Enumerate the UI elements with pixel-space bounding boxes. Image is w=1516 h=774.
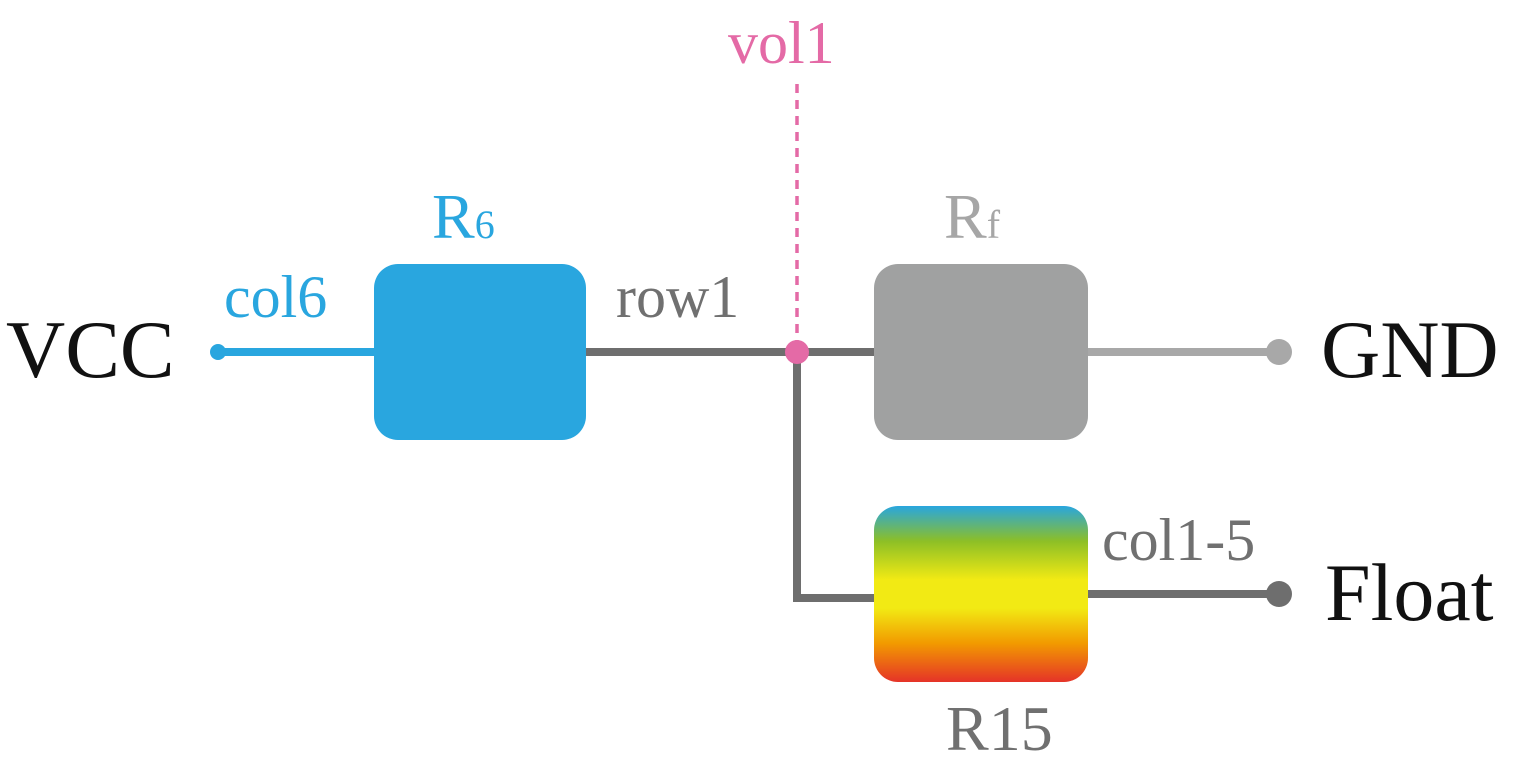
row1-label: row1 [616,264,739,330]
rf-resistor [874,264,1088,440]
float-label: Float [1325,547,1494,638]
r15-resistor [874,506,1088,682]
vcc-label: VCC [6,304,175,395]
rf-label: Rf [944,181,1001,252]
r6-label-sub: 6 [475,202,495,247]
col6-label: col6 [224,264,327,330]
float-terminal-dot [1266,581,1292,607]
branch-wire [793,352,878,602]
vol1-node-dot [785,340,809,364]
r15-label: R15 [946,693,1053,764]
r6-label-main: R [432,181,475,252]
vcc-terminal-dot [210,344,226,360]
rf-label-sub: f [987,202,1001,247]
r6-resistor [374,264,586,440]
gnd-terminal-dot [1266,339,1292,365]
col15-label: col1-5 [1102,507,1255,573]
gnd-label: GND [1321,304,1499,395]
rf-label-main: R [944,181,987,252]
r6-label: R6 [432,181,495,252]
vol1-label: vol1 [728,10,835,76]
